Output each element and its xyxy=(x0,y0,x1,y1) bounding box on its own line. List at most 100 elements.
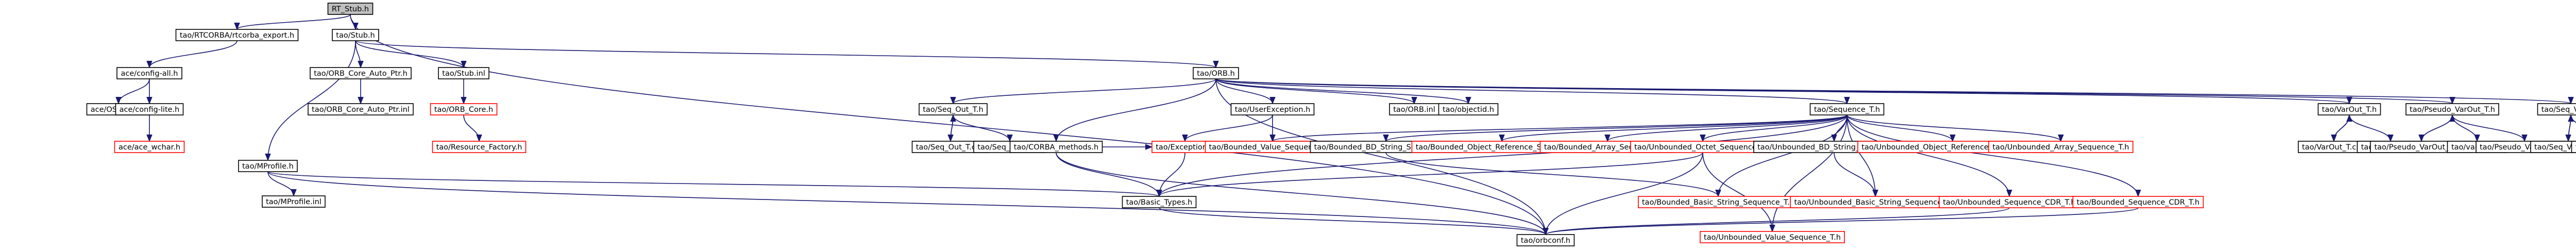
node-label: tao/Basic_Types.h xyxy=(1126,198,1193,207)
node-box xyxy=(114,141,185,153)
edge-n2-n7 xyxy=(265,40,356,161)
node-box xyxy=(919,103,988,115)
node-ace-ace-wchar-h[interactable]: ace/ace_wchar.h xyxy=(114,141,185,153)
node-rt-stub-h: RT_Stub.h xyxy=(327,3,374,15)
edge-n19-n20 xyxy=(1182,114,1273,142)
node-tao-orb-core-auto-ptr-inl[interactable]: tao/ORB_Core_Auto_Ptr.inl xyxy=(308,103,414,115)
node-label: tao/Seq_Var_T.inl xyxy=(2575,143,2576,152)
node-tao-orbconf-h[interactable]: tao/orbconf.h xyxy=(1516,234,1575,246)
node-tao-rtcorba-rtcorba-export-h[interactable]: tao/RTCORBA/rtcorba_export.h xyxy=(175,29,299,41)
node-tao-unbounded-value-sequence-t-h[interactable]: tao/Unbounded_Value_Sequence_T.h xyxy=(1700,231,1845,243)
node-tao-stub-h[interactable]: tao/Stub.h xyxy=(332,29,379,41)
node-label: ace/config-all.h xyxy=(121,70,178,78)
node-label: tao/ORB.inl xyxy=(1393,106,1435,114)
edge-n39-n41 xyxy=(2349,114,2394,142)
node-label: tao/ORB.h xyxy=(1197,70,1235,78)
node-tao-seq-out-t-h[interactable]: tao/Seq_Out_T.h xyxy=(919,103,988,115)
node-tao-orb-core-auto-ptr-h[interactable]: tao/ORB_Core_Auto_Ptr.h xyxy=(310,67,412,79)
node-label: RT_Stub.h xyxy=(332,5,369,13)
node-tao-bounded-basic-string-sequence-t-h[interactable]: tao/Bounded_Basic_String_Sequence_T.h xyxy=(1638,196,1799,208)
node-tao-bounded-value-sequence-t-h[interactable]: tao/Bounded_Value_Sequence_T.h xyxy=(1205,141,1341,153)
node-label: tao/Stub.inl xyxy=(442,70,485,78)
node-label: tao/ORB_Core_Auto_Ptr.inl xyxy=(312,106,410,114)
node-box xyxy=(1809,103,1885,115)
node-label: tao/MProfile.h xyxy=(242,162,294,171)
node-label: tao/Resource_Factory.h xyxy=(436,143,522,152)
edge-n43-n42 xyxy=(2421,114,2455,142)
node-tao-seq-out-t-cpp[interactable]: tao/Seq_Out_T.cpp xyxy=(911,141,990,153)
node-tao-orb-core-h[interactable]: tao/ORB_Core.h xyxy=(430,103,498,115)
node-tao-corba-methods-h[interactable]: tao/CORBA_methods.h xyxy=(1009,141,1103,153)
node-box xyxy=(430,103,498,115)
edge-n2-n11 xyxy=(355,40,467,69)
node-box xyxy=(332,29,379,41)
node-label: tao/VarOut_T.cpp xyxy=(2302,143,2366,152)
edge-n7-n22 xyxy=(267,171,1162,197)
edge-n7-n8 xyxy=(267,171,297,197)
node-tao-seq-var-t-h[interactable]: tao/Seq_Var_T.h xyxy=(2537,103,2576,115)
node-tao-bounded-sequence-cdr-t-h[interactable]: tao/Bounded_Sequence_CDR_T.h xyxy=(2072,196,2204,208)
edge-n15-n17 xyxy=(953,114,1013,142)
node-box xyxy=(327,3,374,15)
node-tao-unbounded-octet-sequence-t-h[interactable]: tao/Unbounded_Octet_Sequence_T.h xyxy=(1630,141,1775,153)
node-tao-userexception-h[interactable]: tao/UserException.h xyxy=(1230,103,1315,115)
edges-layer xyxy=(115,14,2576,236)
node-tao-pseudo-varout-t-cpp[interactable]: tao/Pseudo_VarOut_T.cpp xyxy=(2370,141,2473,153)
node-tao-mprofile-inl[interactable]: tao/MProfile.inl xyxy=(262,195,326,208)
node-label: tao/Exception.h xyxy=(1156,143,1214,152)
node-box xyxy=(2072,196,2204,208)
node-tao-unbounded-basic-string-sequence-t-h[interactable]: tao/Unbounded_Basic_String_Sequence_T.h xyxy=(1790,196,1961,208)
edge-n2-n9 xyxy=(355,40,364,69)
node-tao-resource-factory-h[interactable]: tao/Resource_Factory.h xyxy=(432,141,527,153)
node-box xyxy=(1009,141,1103,153)
edge-n25-n28 xyxy=(1499,114,1848,142)
edge-n14-n25 xyxy=(1215,78,1850,105)
edge-n14-n39 xyxy=(1215,78,2352,105)
edge-n2-n14 xyxy=(355,40,1218,69)
node-label: tao/Unbounded_Array_Sequence_T.h xyxy=(1992,143,2129,152)
node-box xyxy=(1230,103,1315,115)
node-tao-objectid-h[interactable]: tao/objectid.h xyxy=(1438,103,1499,115)
edge-n0-n2 xyxy=(350,14,359,30)
node-tao-pseudo-varout-t-h[interactable]: tao/Pseudo_VarOut_T.h xyxy=(2405,103,2499,115)
node-label: tao/Unbounded_Sequence_CDR_T.h xyxy=(1943,198,2076,207)
node-tao-exception-h[interactable]: tao/Exception.h xyxy=(1151,141,1218,153)
node-ace-config-lite-h[interactable]: ace/config-lite.h xyxy=(115,103,184,115)
node-tao-basic-types-h[interactable]: tao/Basic_Types.h xyxy=(1122,196,1197,208)
node-tao-unbounded-array-sequence-t-h[interactable]: tao/Unbounded_Array_Sequence_T.h xyxy=(1988,141,2133,153)
node-label: tao/orbconf.h xyxy=(1521,237,1570,245)
node-tao-varout-t-cpp[interactable]: tao/VarOut_T.cpp xyxy=(2298,141,2370,153)
node-label: tao/Seq_Var_T.cpp xyxy=(2534,143,2576,152)
node-tao-seq-var-t-inl[interactable]: tao/Seq_Var_T.inl xyxy=(2571,141,2576,153)
node-label: tao/Pseudo_VarOut_T.cpp xyxy=(2374,143,2468,152)
node-label: ace/ace_wchar.h xyxy=(118,143,180,152)
edge-n14-n42 xyxy=(1215,78,2455,105)
node-tao-varout-t-h[interactable]: tao/VarOut_T.h xyxy=(2317,103,2381,115)
node-ace-config-all-h[interactable]: ace/config-all.h xyxy=(116,67,182,79)
node-tao-orb-h[interactable]: tao/ORB.h xyxy=(1193,67,1239,79)
node-tao-seq-var-t-cpp[interactable]: tao/Seq_Var_T.cpp xyxy=(2530,141,2576,153)
node-tao-unbounded-sequence-cdr-t-h[interactable]: tao/Unbounded_Sequence_CDR_T.h xyxy=(1939,196,2080,208)
node-tao-orb-inl[interactable]: tao/ORB.inl xyxy=(1389,103,1439,115)
node-label: tao/Seq_Out_T.cpp xyxy=(916,143,986,152)
node-label: tao/MProfile.inl xyxy=(266,198,321,206)
node-tao-stub-inl[interactable]: tao/Stub.inl xyxy=(438,67,489,79)
node-box xyxy=(2317,103,2381,115)
node-label: tao/Seq_Out_T.h xyxy=(923,106,983,114)
edge-n25-n27 xyxy=(1383,114,1848,142)
edge-n25-n22 xyxy=(1156,114,1848,197)
edge-n1-n3 xyxy=(146,40,238,69)
node-tao-sequence-t-h[interactable]: tao/Sequence_T.h xyxy=(1809,103,1885,115)
edge-n12-n13 xyxy=(463,114,482,142)
edge-n37-n49 xyxy=(1543,207,2010,236)
node-label: tao/Bounded_Basic_String_Sequence_T.h xyxy=(1642,198,1794,207)
node-label: tao/Seq_Var_T.h xyxy=(2541,106,2576,114)
node-box xyxy=(238,160,298,172)
edge-n27-n31 xyxy=(1385,152,1721,197)
node-label: tao/Sequence_T.h xyxy=(1814,106,1880,114)
node-box xyxy=(175,29,299,41)
edge-n25-n36 xyxy=(1846,114,2064,142)
node-box xyxy=(1988,141,2133,153)
node-tao-mprofile-h[interactable]: tao/MProfile.h xyxy=(238,160,298,172)
